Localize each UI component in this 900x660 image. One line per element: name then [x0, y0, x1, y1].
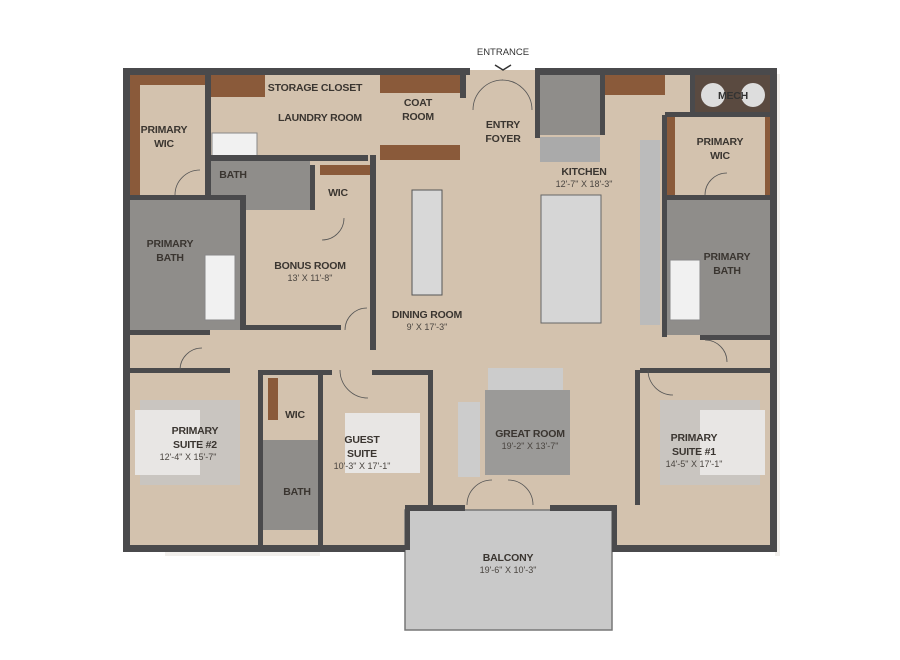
kitchen-counter: [640, 140, 660, 325]
guest-suite-label-2: SUITE: [347, 448, 377, 460]
walls: [123, 68, 777, 552]
dining-room-dim: 9' X 17'-3": [407, 322, 448, 332]
great-room-label: GREAT ROOM: [495, 428, 565, 440]
wic-lower-label: WIC: [285, 409, 305, 421]
bonus-room-label: BONUS ROOM: [274, 260, 346, 272]
balcony-label: BALCONY: [483, 552, 534, 564]
sofa: [488, 368, 563, 390]
primary-suite-1-label: PRIMARY: [671, 432, 718, 444]
entrance-chevron-icon: [494, 64, 512, 71]
guest-bed: [345, 413, 420, 473]
primary-suite-1-label-2: SUITE #1: [672, 446, 716, 458]
wic-upper-label: WIC: [328, 187, 348, 199]
tub-right: [669, 259, 701, 321]
primary-bath-left-label: PRIMARY: [147, 238, 194, 250]
room-labels: STORAGE CLOSET LAUNDRY ROOM COAT ROOM EN…: [141, 82, 751, 575]
dining-room-label: DINING ROOM: [392, 309, 463, 321]
great-room-rug: [485, 390, 570, 475]
kitchen-island: [540, 194, 602, 324]
furniture: [135, 83, 765, 485]
suite2-bed: [135, 410, 200, 475]
primary-wic-right-label: PRIMARY: [697, 136, 744, 148]
primary-suite-2-dim: 12'-4" X 15'-7": [160, 452, 217, 462]
kitchen-range: [540, 137, 600, 162]
kitchen-label: KITCHEN: [561, 166, 606, 178]
entrance-label: ENTRANCE: [477, 47, 529, 58]
tub-upper: [211, 132, 258, 159]
primary-suite-1-dim: 14'-5" X 17'-1": [666, 459, 723, 469]
primary-bath-right-label: PRIMARY: [704, 251, 751, 263]
balcony-area: [404, 509, 613, 631]
primary-wic-left-label-2: WIC: [154, 138, 174, 150]
bath-upper-label: BATH: [219, 169, 247, 181]
tub-left: [204, 254, 236, 321]
primary-wic-left-label: PRIMARY: [141, 124, 188, 136]
primary-suite-2-label-2: SUITE #2: [173, 439, 217, 451]
guest-suite-label: GUEST: [344, 434, 380, 446]
door-swings: [174, 79, 728, 506]
suite1-bed: [700, 410, 765, 475]
great-room-dim: 19'-2" X 13'-7": [502, 441, 559, 451]
primary-bath-right-label-2: BATH: [713, 265, 741, 277]
balcony-dim: 19'-6" X 10'-3": [480, 565, 537, 575]
bonus-room-dim: 13' X 11'-8": [288, 273, 333, 283]
primary-bath-left-label-2: BATH: [156, 252, 184, 264]
bath-lower-label: BATH: [283, 486, 311, 498]
storage-closet-label: STORAGE CLOSET: [268, 82, 363, 94]
coat-room-label-2: ROOM: [402, 111, 434, 123]
mech-label: MECH: [718, 90, 748, 102]
entry-foyer-label-2: FOYER: [485, 133, 521, 145]
coat-room-label: COAT: [404, 97, 433, 109]
primary-suite-2-label: PRIMARY: [172, 425, 219, 437]
entry-foyer-label: ENTRY: [486, 119, 520, 131]
dining-table: [411, 189, 443, 296]
kitchen-dim: 12'-7" X 18'-3": [556, 179, 613, 189]
laundry-room-label: LAUNDRY ROOM: [278, 112, 362, 124]
primary-wic-right-label-2: WIC: [710, 150, 730, 162]
guest-suite-dim: 10'-3" X 17'-1": [334, 461, 391, 471]
sofa-side: [458, 402, 480, 477]
